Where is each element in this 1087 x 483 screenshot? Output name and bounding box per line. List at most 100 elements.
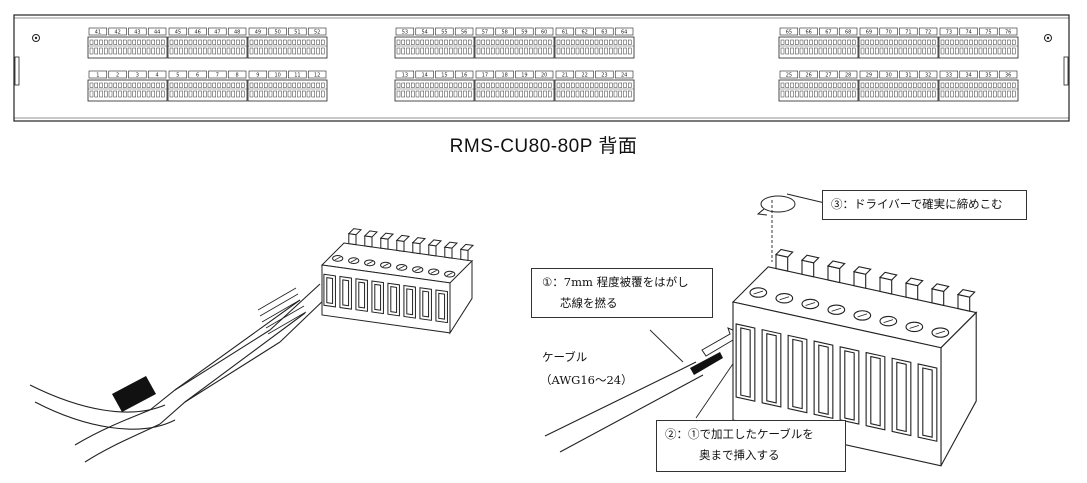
terminal-number: 7: [216, 73, 219, 79]
terminal-number: 16: [461, 73, 467, 79]
terminal-number: 49: [255, 30, 261, 36]
terminal-number-cell: 10: [268, 70, 287, 79]
terminal-number-cell: 32: [918, 70, 938, 79]
terminal-number-cell: 76: [998, 27, 1018, 36]
terminal-number: 72: [925, 30, 931, 36]
terminal-number: 41: [95, 30, 101, 36]
terminal-number: 43: [134, 30, 140, 36]
terminal-number-cell: 22: [575, 70, 594, 79]
terminal-number: 28: [845, 73, 851, 79]
terminal-number-cell: 3: [128, 70, 147, 79]
terminal-number-cell: 62: [575, 27, 594, 36]
terminal-number-cell: 2: [108, 70, 127, 79]
terminal-number-cell: 58: [495, 27, 514, 36]
terminal-number: 68: [845, 30, 851, 36]
wiring-instruction-drawing: [29, 193, 978, 467]
terminal-number: 14: [421, 73, 427, 79]
terminal-number: 15: [441, 73, 447, 79]
terminal-number-cell: 14: [415, 70, 434, 79]
terminal-number: 66: [805, 30, 811, 36]
terminal-number: 6: [196, 73, 199, 79]
terminal-number: 12: [314, 73, 320, 79]
callout-step3: ③：ドライバーで確実に締めこむ: [822, 190, 1027, 220]
terminal-number-cell: 7: [208, 70, 227, 79]
stripped-conductor: [690, 352, 723, 375]
terminal-number-cell: 45: [168, 27, 188, 36]
left-terminal-connector: [320, 228, 475, 335]
terminal-number: 27: [825, 73, 831, 79]
terminal-number: 2: [116, 73, 119, 79]
terminal-number: 24: [621, 73, 627, 79]
terminal-number: 18: [501, 73, 507, 79]
terminal-number-cell: 53: [395, 27, 415, 36]
cable-spec-label: （AWG16～24）: [540, 373, 633, 387]
terminal-number: 51: [294, 30, 300, 36]
terminal-number: 74: [965, 30, 971, 36]
terminal-number: 11: [294, 73, 300, 79]
terminal-number-cell: 21: [555, 70, 575, 79]
terminal-number: 3: [136, 73, 139, 79]
right-terminal-connector: [731, 248, 978, 467]
terminal-number-cell: 20: [534, 70, 554, 79]
terminal-number-cell: 16: [454, 70, 474, 79]
terminal-number-cell: 9: [248, 70, 268, 79]
terminal-number-cell: 30: [879, 70, 898, 79]
cable-sheath-band: [112, 376, 156, 412]
terminal-number: 63: [601, 30, 607, 36]
terminal-number-cell: 6: [188, 70, 207, 79]
terminal-number-cell: 15: [435, 70, 454, 79]
terminal-number: 61: [562, 30, 568, 36]
terminal-number-cell: 19: [515, 70, 534, 79]
terminal-number: 17: [482, 73, 488, 79]
terminal-block: 25 26 27 28: [778, 70, 859, 102]
panel-caption: RMS-CU80-80P 背面: [449, 136, 638, 157]
terminal-number: 67: [825, 30, 831, 36]
terminal-number: 65: [786, 30, 792, 36]
terminal-block: 61 62 63 64: [554, 27, 635, 59]
terminal-number: 10: [274, 73, 280, 79]
screw-rotate-arrow-icon: [756, 195, 796, 216]
terminal-number: 60: [541, 30, 547, 36]
terminal-number-cell: 12: [307, 70, 327, 79]
terminal-number-cell: 41: [88, 27, 108, 36]
terminal-number-cell: 65: [779, 27, 799, 36]
terminal-number: 9: [256, 73, 259, 79]
terminal-number: 56: [461, 30, 467, 36]
terminal-number-cell: 26: [799, 70, 818, 79]
terminal-number: 25: [786, 73, 792, 79]
terminal-number-cell: 33: [939, 70, 959, 79]
terminal-number-cell: 66: [799, 27, 818, 36]
terminal-number: 26: [805, 73, 811, 79]
terminal-number: 53: [402, 30, 408, 36]
terminal-number-cell: 25: [779, 70, 799, 79]
terminal-number-cell: 24: [614, 70, 634, 79]
terminal-number: 46: [194, 30, 200, 36]
terminal-number: 35: [985, 73, 991, 79]
terminal-number-cell: 29: [859, 70, 879, 79]
terminal-number: 44: [154, 30, 160, 36]
callout-step3-text: ③：ドライバーで確実に締めこむ: [831, 197, 1003, 211]
terminal-number-cell: 28: [838, 70, 858, 79]
terminal-number: 23: [601, 73, 607, 79]
cable-label: ケーブル: [542, 350, 588, 364]
terminal-number: 58: [501, 30, 507, 36]
terminal-number: 64: [621, 30, 627, 36]
terminal-number-cell: 46: [188, 27, 207, 36]
terminal-number-cell: 35: [979, 70, 998, 79]
terminal-number: 57: [482, 30, 488, 36]
terminal-number-cell: 71: [899, 27, 918, 36]
terminal-number-cell: 51: [288, 27, 307, 36]
terminal-block: 65 66 67 68: [778, 27, 859, 59]
terminal-number-cell: 63: [595, 27, 614, 36]
terminal-number-cell: 43: [128, 27, 147, 36]
